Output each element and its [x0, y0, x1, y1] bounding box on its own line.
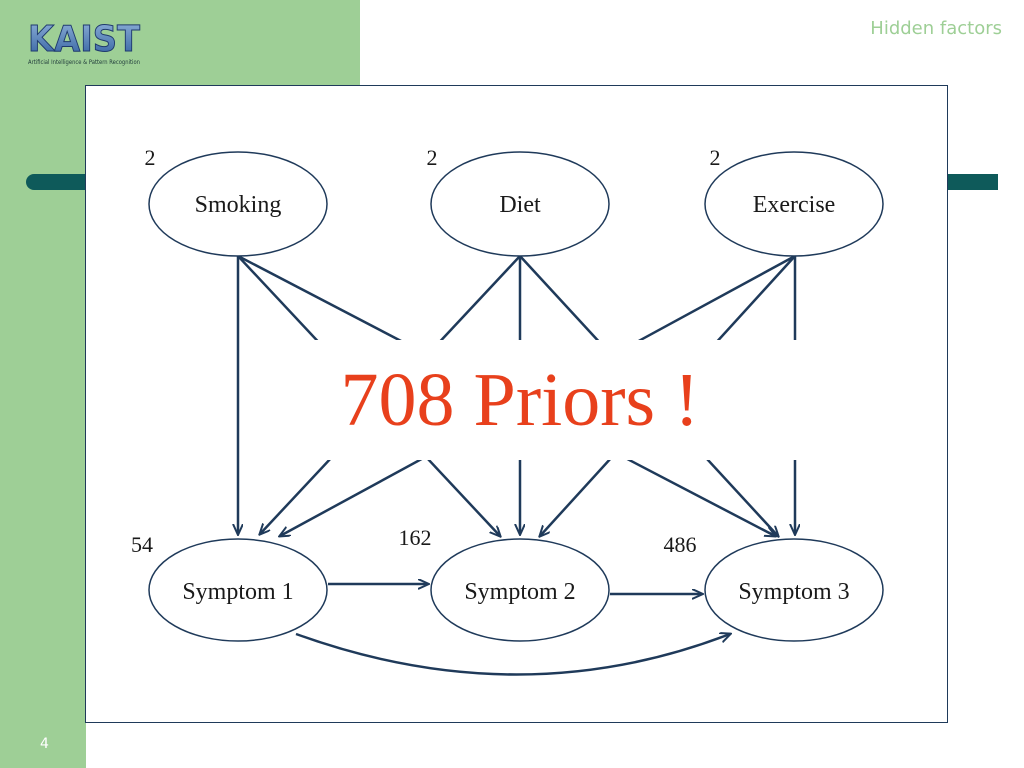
node-symptom1: [148, 538, 328, 642]
count-symptom1: 54: [131, 532, 153, 557]
node-label-exercise: Exercise: [753, 192, 836, 218]
node-label-smoking: Smoking: [195, 192, 282, 218]
priors-count-text: 708 Priors !: [340, 357, 700, 442]
symptom-nodes: [148, 538, 884, 642]
header-band: [0, 0, 360, 85]
priors-overlay: 708 Priors !: [240, 340, 800, 460]
accent-bar-right: [940, 174, 998, 190]
slide-title: Hidden factors: [870, 18, 1002, 39]
node-label-symptom3: Symptom 3: [738, 579, 849, 605]
node-diet: [430, 151, 610, 257]
node-label-symptom2: Symptom 2: [464, 579, 575, 605]
node-smoking: [148, 151, 328, 257]
accent-bar-left: [26, 174, 96, 190]
count-symptom3: 486: [664, 532, 697, 557]
node-label-diet: Diet: [499, 192, 541, 218]
edge-symptom1-symptom3: [295, 634, 730, 676]
logo-subtitle: Artificial Intelligence & Pattern Recogn…: [28, 59, 140, 66]
node-label-symptom1: Symptom 1: [182, 579, 293, 605]
page-number: 4: [40, 736, 49, 752]
node-symptom2: [430, 538, 610, 642]
count-diet: 2: [427, 145, 438, 170]
node-symptom3: [704, 538, 884, 642]
factor-nodes: [148, 151, 884, 257]
node-exercise: [704, 151, 884, 257]
count-exercise: 2: [710, 145, 721, 170]
count-symptom2: 162: [399, 525, 432, 550]
kaist-logo: KAIST Artificial Intelligence & Pattern …: [28, 19, 141, 67]
count-smoking: 2: [145, 145, 156, 170]
sidebar-band: [0, 0, 86, 768]
logo-text: KAIST: [28, 19, 140, 60]
